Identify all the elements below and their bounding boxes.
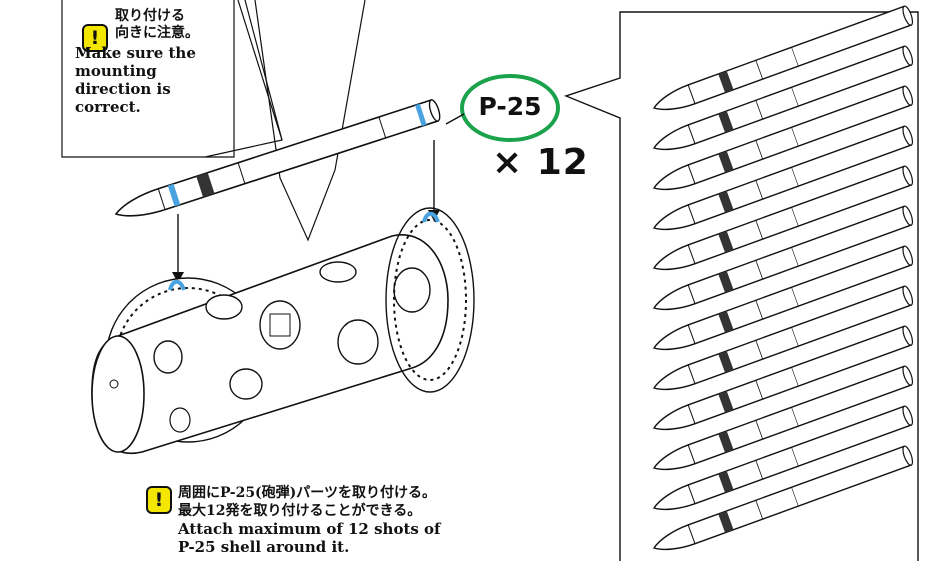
callout-bottom-en-1: Attach maximum of 12 shots of xyxy=(178,520,441,538)
callout-top: 取り付ける 向きに注意。 Make sure the mounting dire… xyxy=(75,8,235,116)
callout-leader-right xyxy=(244,0,283,141)
shell-being-installed xyxy=(114,99,441,217)
callout-top-en-2: mounting xyxy=(75,62,157,80)
callout-top-en-1: Make sure the xyxy=(75,44,196,62)
part-id-label: P-25 xyxy=(478,92,542,121)
callout-top-en-3: direction is xyxy=(75,80,171,98)
callout-bottom: 周囲にP-25(砲弾)パーツを取り付ける。 最大12発を取り付けることができる。… xyxy=(178,484,598,556)
callout-top-jp-2: 向きに注意。 xyxy=(115,25,199,41)
callout-bottom-jp-2: 最大12発を取り付けることができる。 xyxy=(178,503,422,519)
callout-top-en: Make sure the mounting direction is corr… xyxy=(75,44,235,116)
part-id-connector xyxy=(445,113,465,125)
callout-top-en-4: correct. xyxy=(75,98,141,116)
drum-assembly xyxy=(91,207,475,455)
install-arrow-left-head xyxy=(172,272,184,283)
part-id-ring xyxy=(460,74,560,142)
callout-leader-center xyxy=(254,0,366,242)
callout-top-jp-1: 取り付ける xyxy=(115,8,185,24)
callout-bottom-jp-1: 周囲にP-25(砲弾)パーツを取り付ける。 xyxy=(178,485,437,501)
callout-bottom-en-2: P-25 shell around it. xyxy=(178,538,350,556)
part-quantity: × 12 xyxy=(492,142,589,183)
warning-icon: ! xyxy=(146,486,172,514)
warning-icon: ! xyxy=(82,24,108,52)
